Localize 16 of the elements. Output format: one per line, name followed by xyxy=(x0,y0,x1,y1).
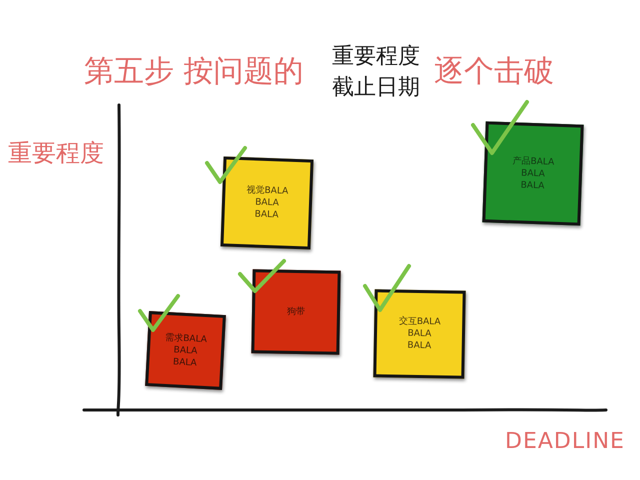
heading-text: 重要程度 xyxy=(332,45,420,70)
note-text: 视觉BALA BALA BALA xyxy=(246,184,288,222)
heading-text: 截止日期 xyxy=(332,76,420,100)
sticky-note xyxy=(482,121,584,226)
sticky-note xyxy=(145,311,226,390)
note-text: 产品BALA BALA BALA xyxy=(512,154,554,192)
note-text: 需求BALA BALA BALA xyxy=(164,331,208,370)
sticky-note xyxy=(251,269,341,355)
heading-text: 逐个击破 xyxy=(434,55,554,88)
axis-label: DEADLINE xyxy=(505,430,625,454)
axis-label: 重要程度 xyxy=(8,140,104,166)
title: 第五步 按问题的 xyxy=(84,55,304,88)
note-text: 交互BALA BALA BALA xyxy=(398,316,441,352)
sticky-note xyxy=(373,289,466,379)
note-text: 狗带 xyxy=(286,306,306,318)
sticky-note xyxy=(220,156,314,250)
